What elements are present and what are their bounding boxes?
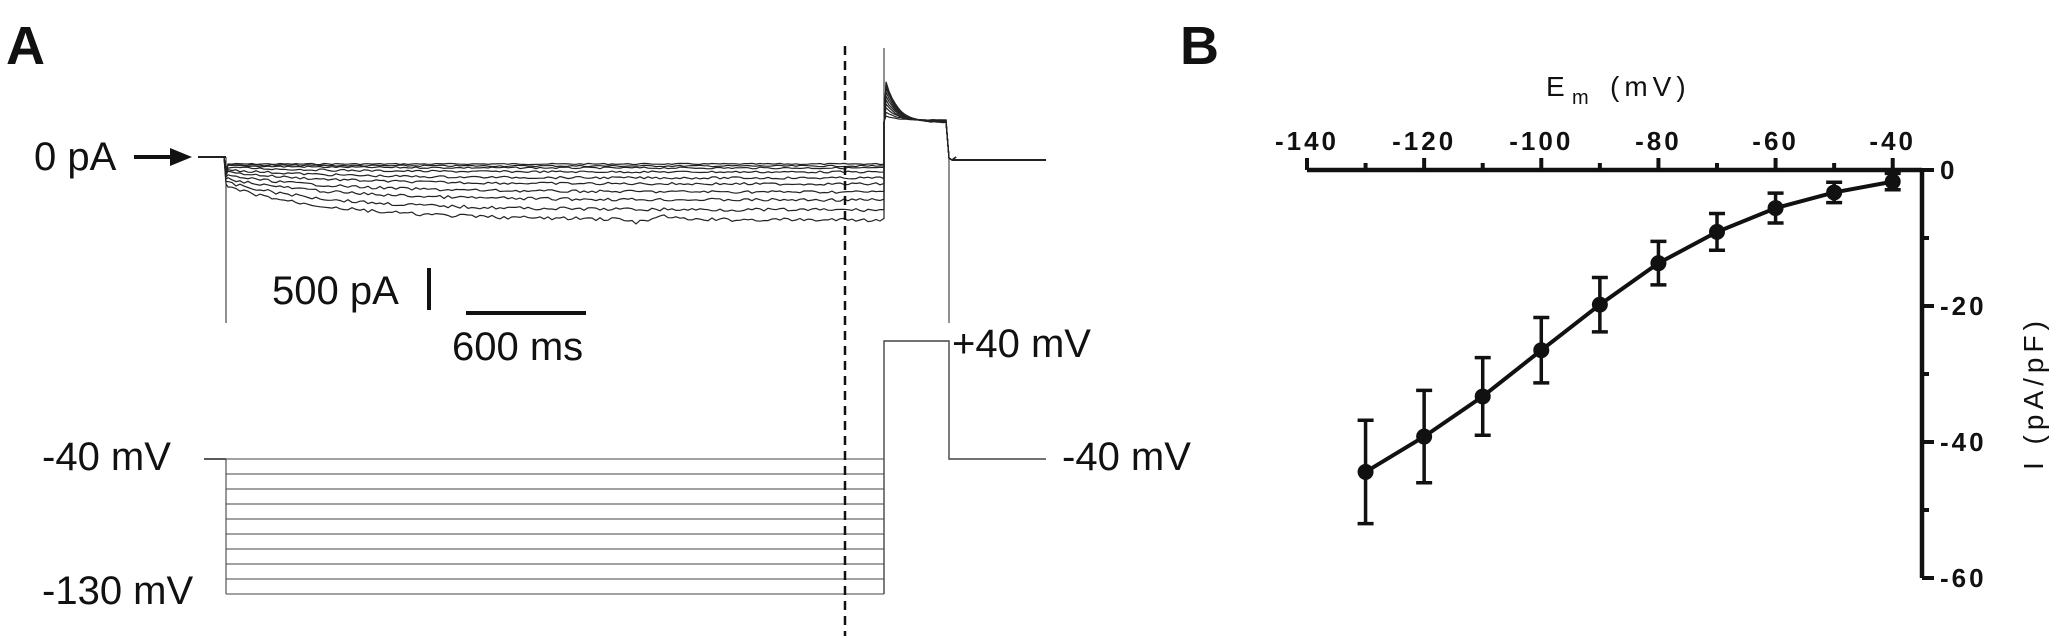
current-trace (198, 97, 957, 180)
x-axis-title-sub: m (1572, 87, 1594, 109)
y-tick-label: 0 (1940, 155, 1957, 185)
x-tick-label: -60 (1752, 126, 1799, 156)
current-trace (198, 106, 957, 172)
x-tick-label: -40 (1869, 126, 1916, 156)
data-point (1591, 296, 1608, 313)
scale-time-label: 600 ms (452, 325, 583, 369)
series-line (1364, 179, 1894, 474)
x-axis-title: E m (mV) (1546, 71, 1691, 109)
zero-current-arrow-icon (134, 148, 192, 166)
data-point (1650, 255, 1667, 272)
y-tick-label: -60 (1940, 563, 1987, 593)
data-point (1416, 428, 1433, 445)
panel-b-label: B (1180, 16, 1219, 76)
x-tick-label: -80 (1635, 126, 1682, 156)
data-point (1767, 200, 1784, 217)
current-trace (198, 102, 957, 174)
x-axis-title-main: E (1546, 71, 1570, 102)
y-tick-label: -20 (1940, 291, 1987, 321)
current-trace (198, 115, 957, 171)
data-point (1709, 223, 1725, 240)
x-axis-title-unit: (mV) (1610, 71, 1691, 102)
data-point (1884, 173, 1901, 190)
scale-current-label: 500 pA (272, 269, 399, 313)
current-trace (198, 94, 957, 186)
current-trace (198, 87, 957, 202)
x-tick-label: -140 (1275, 126, 1339, 156)
current-trace (198, 111, 957, 173)
min-step-label: -130 mV (42, 569, 193, 613)
data-point (1533, 342, 1550, 359)
data-point (1826, 184, 1843, 201)
panel-a-label: A (6, 16, 45, 76)
iv-axes: -140 -120 -100 -80 -60 -40 0 -20 -40 -60 (1275, 126, 1987, 593)
holding-right-label: -40 mV (1062, 435, 1191, 479)
current-trace (198, 81, 957, 225)
data-point (1357, 463, 1374, 480)
current-traces (198, 48, 1046, 323)
pulse-label: +40 mV (952, 322, 1091, 366)
x-tick-label: -120 (1392, 126, 1456, 156)
data-point (1474, 388, 1491, 405)
current-trace (198, 91, 957, 194)
current-trace (198, 84, 957, 213)
zero-current-label: 0 pA (34, 135, 117, 179)
pulse-and-return (883, 340, 1046, 594)
voltage-protocol (204, 340, 1046, 595)
iv-series (1357, 171, 1901, 526)
y-axis-title: I (pA/pF) (2018, 316, 2049, 470)
y-tick-label: -40 (1940, 427, 1987, 457)
x-tick-label: -100 (1509, 126, 1573, 156)
holding-left-label: -40 mV (42, 435, 171, 479)
